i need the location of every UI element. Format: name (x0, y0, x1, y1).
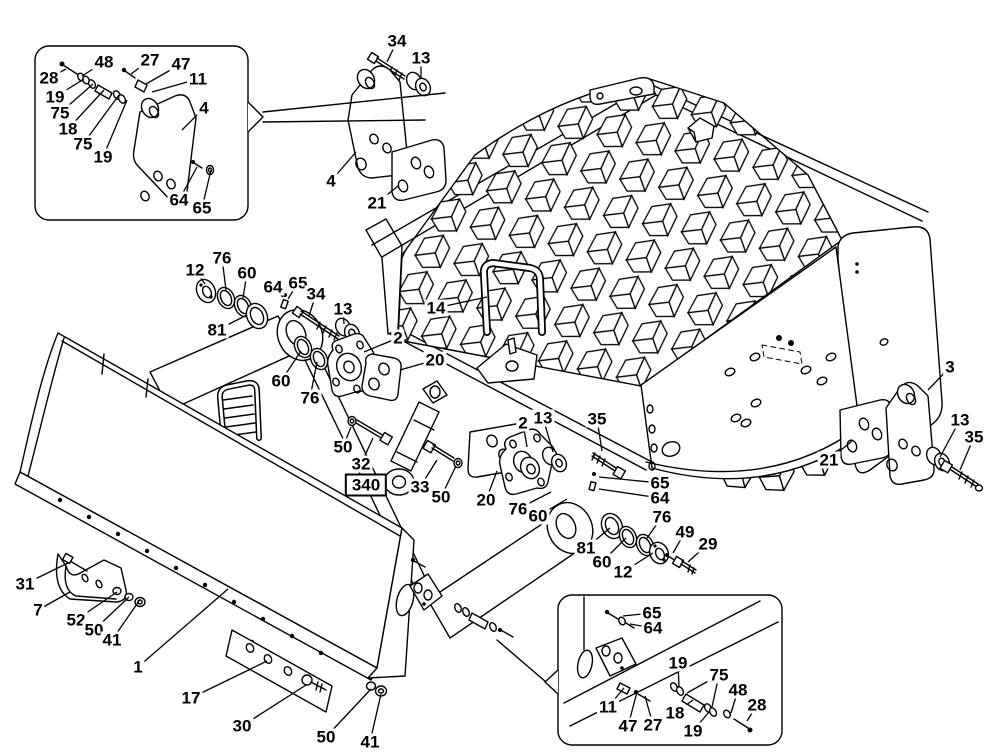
skid-shoe-assembly (55, 552, 146, 608)
drum-top-fittings (476, 76, 715, 384)
rear-axle-assembly (395, 423, 697, 683)
dozer-blade (14, 332, 415, 681)
rear-mount-bracket (839, 381, 984, 492)
tilt-cylinder (383, 380, 448, 496)
padfoot-drum (397, 78, 872, 498)
detail-inset-top-left (34, 45, 446, 221)
front-mount-bracket (347, 51, 447, 202)
detail-inset-bottom-right (544, 594, 783, 746)
cutting-edge-assembly (225, 629, 388, 713)
cage-front-plate (640, 246, 862, 480)
front-axle-assembly (195, 278, 463, 469)
